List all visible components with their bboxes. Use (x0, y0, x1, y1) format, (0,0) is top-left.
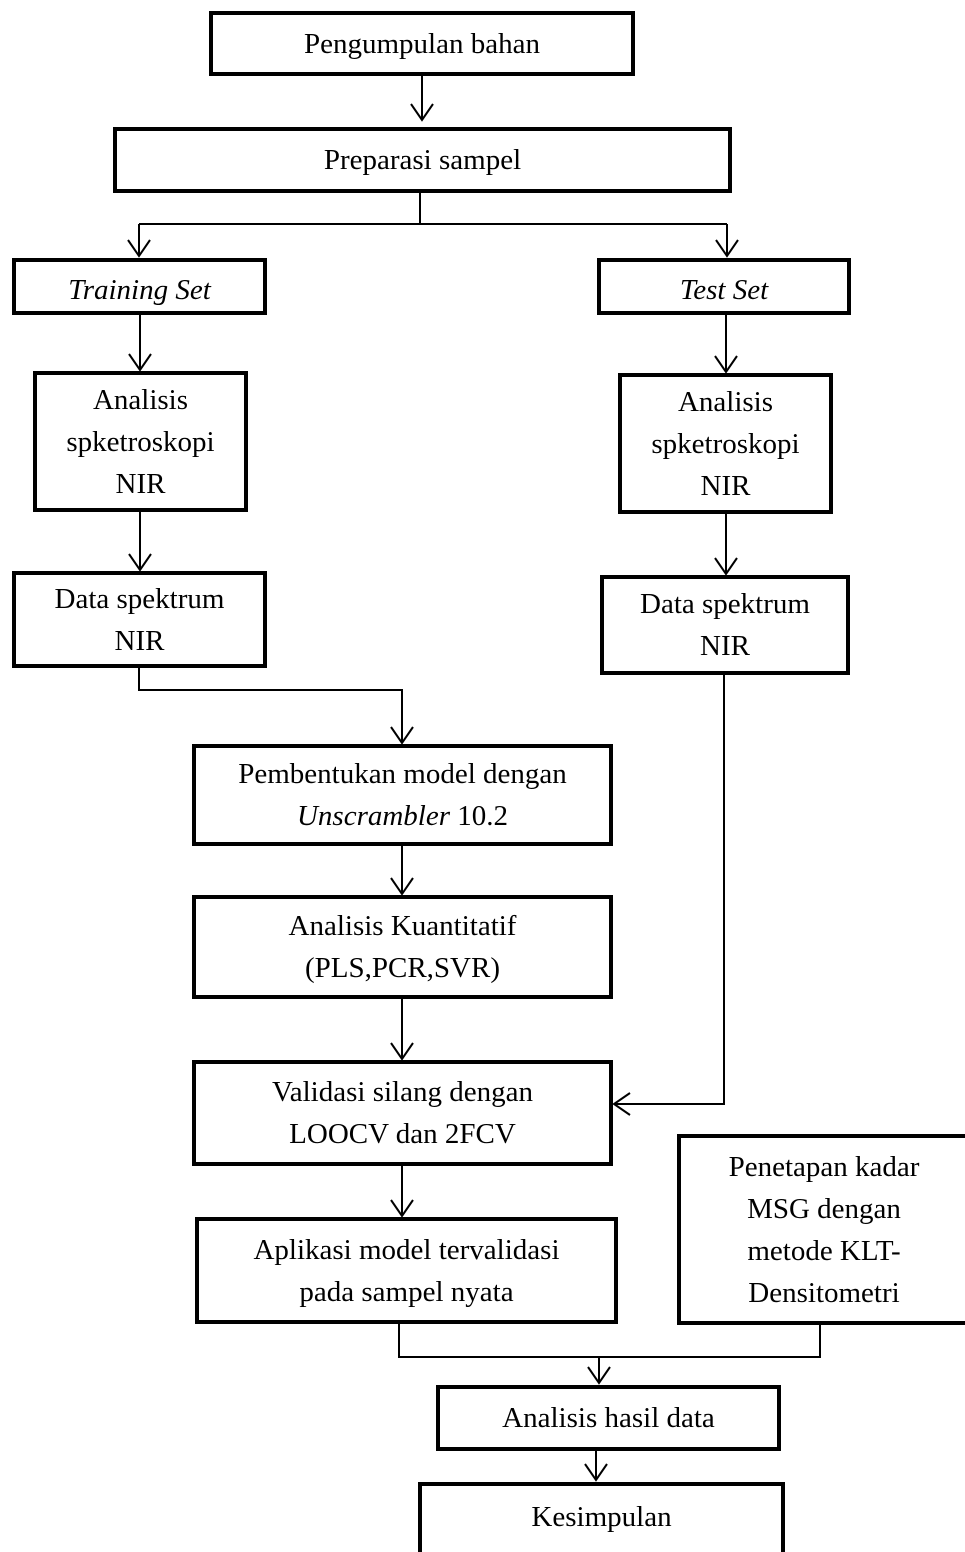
node-label-line2: (PLS,PCR,SVR) (304, 952, 500, 984)
node-data-spektrum-test: Data spektrum NIR (600, 575, 850, 675)
node-label-line4: Densitometri (748, 1276, 900, 1309)
connector-preparasi-split (139, 193, 727, 225)
node-label-line3: NIR (700, 469, 751, 502)
node-analisis-nir-test: Analisis spketroskopi NIR (618, 373, 833, 514)
node-preparasi-sampel: Preparasi sampel (113, 127, 732, 193)
software-name: Unscrambler (296, 800, 451, 832)
node-training-set: Training Set (12, 258, 267, 315)
node-test-set: Test Set (597, 258, 851, 315)
node-label-line2: MSG dengan (747, 1192, 901, 1225)
arrow-analisis-to-data-right (714, 514, 738, 576)
arrow-training-to-analisis (128, 314, 152, 372)
node-label-line1: Data spektrum (640, 588, 810, 620)
node-label-line1: Analisis (92, 383, 189, 416)
arrow-pengumpulan-to-preparasi (410, 76, 434, 122)
node-label-line2: spketroskopi (66, 425, 215, 458)
node-label-line2: pada sampel nyata (299, 1275, 514, 1308)
node-analisis-nir-training: Analisis spketroskopi NIR (33, 371, 248, 512)
node-label-line1: Validasi silang dengan (272, 1076, 533, 1108)
node-label: Analisis hasil data (502, 1402, 715, 1434)
node-pembentukan-model: Pembentukan model dengan Unscrambler 10.… (192, 744, 613, 846)
node-validasi-silang: Validasi silang dengan LOOCV dan 2FCV (192, 1060, 613, 1166)
node-analisis-hasil-data: Analisis hasil data (436, 1385, 781, 1451)
connector-merge-to-hasil (398, 1322, 821, 1385)
node-label-line1: Analisis Kuantitatif (288, 910, 517, 942)
node-label-line2: NIR (700, 630, 750, 662)
node-penetapan-kadar: Penetapan kadar MSG dengan metode KLT- D… (677, 1134, 965, 1325)
node-pengumpulan-bahan: Pengumpulan bahan (209, 11, 635, 76)
node-label: Test Set (679, 273, 769, 306)
node-data-spektrum-training: Data spektrum NIR (12, 571, 267, 668)
node-label-line1: Analisis (677, 385, 774, 418)
connector-data-left-to-pembentukan (138, 666, 414, 745)
node-label-line1: Pembentukan model dengan (238, 758, 567, 790)
arrow-kuantitatif-to-validasi (390, 999, 414, 1061)
arrow-analisis-to-data-left (128, 512, 152, 572)
node-label-line3: metode KLT- (747, 1234, 901, 1267)
arrow-to-training-set (127, 224, 151, 258)
arrow-test-to-analisis (714, 314, 738, 374)
node-label-line1: Data spektrum (54, 582, 225, 615)
node-label-line2: spketroskopi (651, 427, 800, 460)
node-label-line2: LOOCV dan 2FCV (289, 1118, 516, 1150)
arrow-hasil-to-kesimpulan (584, 1450, 608, 1482)
node-label: Pengumpulan bahan (304, 27, 540, 60)
connector-data-right-to-validasi (612, 674, 725, 1116)
node-label-line1: Penetapan kadar (728, 1150, 920, 1183)
software-version: 10.2 (450, 800, 509, 832)
node-label-line2: NIR (114, 624, 165, 657)
node-aplikasi-model: Aplikasi model tervalidasi pada sampel n… (195, 1217, 618, 1324)
arrow-pembentukan-to-kuantitatif (390, 846, 414, 896)
node-label-line3: NIR (115, 467, 166, 500)
node-label-line1: Aplikasi model tervalidasi (253, 1233, 560, 1266)
arrow-validasi-to-aplikasi (390, 1166, 414, 1218)
node-label: Kesimpulan (531, 1501, 672, 1533)
node-label: Preparasi sampel (323, 144, 522, 176)
node-kesimpulan: Kesimpulan (418, 1482, 785, 1552)
arrow-to-test-set (715, 224, 739, 258)
node-analisis-kuantitatif: Analisis Kuantitatif (PLS,PCR,SVR) (192, 895, 613, 999)
node-label-line2: Unscrambler 10.2 (238, 795, 567, 837)
node-label: Training Set (68, 273, 211, 306)
